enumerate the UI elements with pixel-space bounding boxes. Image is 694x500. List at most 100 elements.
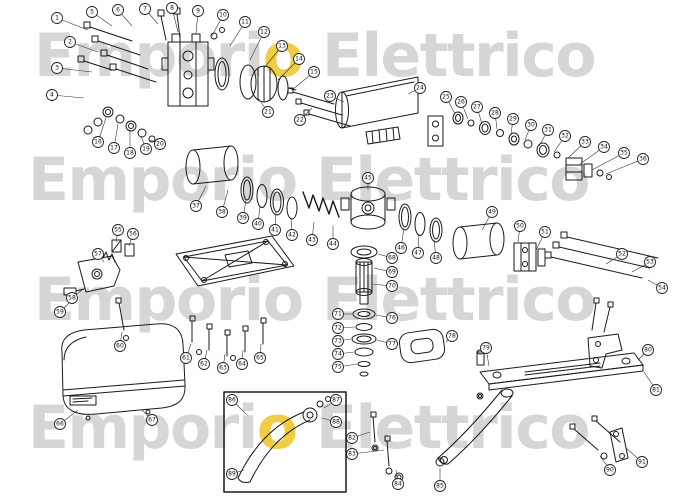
part-callout-66: 66 [54, 418, 66, 430]
part-callout-67: 67 [146, 414, 158, 426]
svg-text:5: 5 [90, 9, 94, 16]
svg-text:31: 31 [544, 127, 552, 134]
svg-text:61: 61 [182, 355, 190, 362]
part-callout-9: 9 [192, 5, 204, 17]
part-callout-45: 45 [362, 172, 374, 184]
svg-text:77: 77 [388, 341, 396, 348]
spring [302, 191, 340, 218]
svg-text:42: 42 [288, 232, 296, 239]
back-plate [175, 235, 295, 287]
piston-sleeve [185, 145, 239, 185]
part-callout-21: 21 [262, 106, 274, 118]
svg-text:88: 88 [332, 419, 340, 426]
part-callout-50: 50 [514, 220, 526, 232]
part-callout-74: 74 [332, 348, 344, 360]
svg-text:69: 69 [388, 269, 396, 276]
svg-text:80: 80 [644, 347, 652, 354]
part-callout-71: 71 [332, 308, 344, 320]
part-callout-31: 31 [542, 124, 554, 136]
inset-detail-box [223, 391, 347, 493]
svg-text:30: 30 [527, 122, 535, 129]
part-callout-68: 68 [386, 252, 398, 264]
part-callout-87: 87 [330, 394, 342, 406]
o-ring-set-right [398, 203, 443, 243]
svg-text:10: 10 [219, 12, 227, 19]
svg-text:76: 76 [388, 315, 396, 322]
part-callout-83: 83 [346, 448, 358, 460]
svg-text:11: 11 [241, 19, 249, 26]
part-callout-26: 26 [455, 96, 467, 108]
svg-text:35: 35 [620, 150, 628, 157]
part-callout-59: 59 [54, 306, 66, 318]
svg-text:75: 75 [334, 364, 342, 371]
part-callout-90: 90 [604, 464, 616, 476]
part-callout-58: 58 [66, 292, 78, 304]
svg-text:41: 41 [271, 227, 279, 234]
end-cap-block [513, 242, 546, 272]
part-callout-11: 11 [239, 16, 251, 28]
svg-text:22: 22 [296, 117, 304, 124]
part-callout-65: 65 [254, 352, 266, 364]
part-callout-22: 22 [294, 114, 306, 126]
part-callout-6: 6 [112, 4, 124, 16]
part-callout-23: 23 [324, 90, 336, 102]
part-callout-53: 53 [644, 256, 656, 268]
svg-text:50: 50 [516, 223, 524, 230]
svg-text:73: 73 [334, 338, 342, 345]
part-callout-38: 38 [216, 206, 228, 218]
svg-text:40: 40 [254, 221, 262, 228]
svg-text:58: 58 [68, 295, 76, 302]
svg-text:32: 32 [561, 133, 569, 140]
svg-text:37: 37 [192, 203, 200, 210]
svg-text:87: 87 [332, 397, 340, 404]
part-callout-29: 29 [507, 113, 519, 125]
svg-text:47: 47 [414, 250, 422, 257]
part-callout-62: 62 [198, 358, 210, 370]
part-callout-24: 24 [414, 82, 426, 94]
svg-text:66: 66 [56, 421, 64, 428]
svg-text:3: 3 [55, 65, 59, 72]
part-callout-84: 84 [392, 478, 404, 490]
svg-text:17: 17 [110, 145, 118, 152]
part-callout-32: 32 [559, 130, 571, 142]
parts-chain-right [452, 111, 612, 181]
part-callout-35: 35 [618, 147, 630, 159]
svg-text:25: 25 [442, 94, 450, 101]
svg-text:57: 57 [94, 251, 102, 258]
motor-assembly [239, 64, 297, 103]
part-callout-7: 7 [139, 3, 151, 15]
svg-text:38: 38 [218, 209, 226, 216]
release-bracket-group [63, 239, 135, 341]
link-bottom-right [569, 415, 629, 463]
svg-text:54: 54 [658, 285, 666, 292]
svg-text:85: 85 [436, 483, 444, 490]
svg-text:13: 13 [278, 43, 286, 50]
svg-text:65: 65 [256, 355, 264, 362]
part-callout-34: 34 [598, 141, 610, 153]
end-plate [427, 115, 444, 147]
svg-text:19: 19 [142, 146, 150, 153]
part-callout-80: 80 [642, 344, 654, 356]
part-callout-51: 51 [539, 226, 551, 238]
part-callout-57: 57 [92, 248, 104, 260]
part-callout-4: 4 [46, 89, 58, 101]
svg-text:53: 53 [646, 259, 654, 266]
part-callout-60: 60 [114, 340, 126, 352]
part-callout-75: 75 [332, 361, 344, 373]
svg-text:43: 43 [308, 237, 316, 244]
svg-text:39: 39 [239, 215, 247, 222]
part-callout-91: 91 [636, 456, 648, 468]
cover-housing [61, 323, 186, 421]
part-callout-81: 81 [650, 384, 662, 396]
part-callout-30: 30 [525, 119, 537, 131]
part-callout-41: 41 [269, 224, 281, 236]
square-ring-seal [398, 328, 446, 364]
svg-text:8: 8 [170, 5, 174, 12]
part-callout-78: 78 [446, 330, 458, 342]
svg-text:71: 71 [334, 311, 342, 318]
part-callout-28: 28 [489, 107, 501, 119]
svg-text:79: 79 [482, 345, 490, 352]
svg-text:7: 7 [143, 6, 147, 13]
svg-text:72: 72 [334, 325, 342, 332]
part-callout-14: 14 [293, 53, 305, 65]
